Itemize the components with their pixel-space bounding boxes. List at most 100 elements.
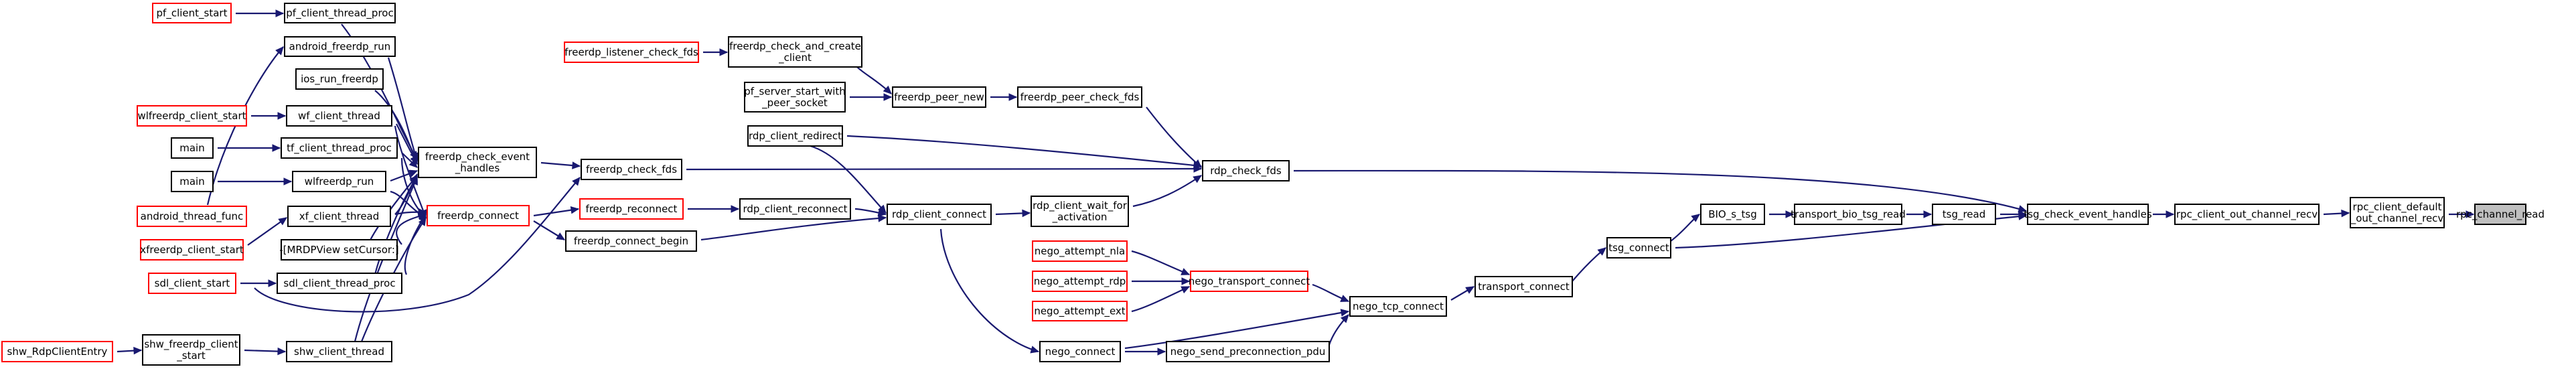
node-nego-transport-connect[interactable]: nego_transport_connect — [1189, 271, 1310, 292]
node-nego-attempt-nla[interactable]: nego_attempt_nla — [1032, 240, 1128, 262]
node-nego-connect[interactable]: nego_connect — [1039, 341, 1121, 362]
call-edge — [846, 135, 1202, 167]
node-tf-client-thread-proc[interactable]: tf_client_thread_proc — [281, 137, 398, 159]
node-box — [1031, 196, 1129, 227]
node-rdp-check-fds[interactable]: rdp_check_fds — [1202, 160, 1290, 181]
node-mrdpview-set-cursor[interactable]: -[MRDPView setCursor:] — [279, 239, 399, 261]
node-box — [140, 239, 244, 261]
node-label: rpc_client_default — [2353, 201, 2442, 214]
node-tsg-check-event-handles[interactable]: tsg_check_event_handles — [2024, 204, 2152, 225]
node-label: rpc_client_out_channel_recv — [2176, 208, 2318, 221]
node-box — [2350, 197, 2445, 228]
node-label: BIO_s_tsg — [1708, 208, 1757, 221]
node-freerdp-peer-check-fds[interactable]: freerdp_peer_check_fds — [1017, 86, 1142, 108]
node-wlfreerdp-client-start[interactable]: wlfreerdp_client_start — [137, 105, 247, 127]
node-box — [1032, 301, 1128, 321]
node-freerdp-reconnect[interactable]: freerdp_reconnect — [579, 198, 684, 220]
node-pf-client-thread-proc[interactable]: pf_client_thread_proc — [284, 3, 396, 23]
node-freerdp-peer-new[interactable]: freerdp_peer_new — [892, 86, 986, 108]
node-label: nego_attempt_ext — [1034, 305, 1125, 318]
arrowhead — [2341, 209, 2350, 218]
node-label: rdp_client_redirect — [749, 130, 842, 143]
arrowhead — [1181, 268, 1191, 275]
node-box — [1, 341, 113, 362]
arrowhead — [275, 9, 285, 17]
node-box — [1039, 341, 1121, 362]
arrowhead — [1030, 346, 1040, 354]
arrowhead — [1181, 277, 1191, 285]
node-bio-s-tsg[interactable]: BIO_s_tsg — [1700, 204, 1765, 225]
node-nego-attempt-ext[interactable]: nego_attempt_ext — [1032, 301, 1128, 321]
node-shw-rdpcliententry[interactable]: shw_RdpClientEntry — [1, 341, 113, 362]
node-box — [887, 204, 992, 225]
node-freerdp-connect[interactable]: freerdp_connect — [427, 205, 530, 226]
arrowhead — [1340, 314, 1349, 323]
node-rpc-client-out-channel-recv[interactable]: rpc_client_out_channel_recv — [2174, 204, 2320, 225]
node-label: wf_client_thread — [298, 110, 380, 123]
node-wf-client-thread[interactable]: wf_client_thread — [286, 105, 392, 127]
node-freerdp-listener-check-fds[interactable]: freerdp_listener_check_fds — [564, 42, 699, 63]
node-pf-client-start[interactable]: pf_client_start — [152, 3, 232, 23]
node-rdp-client-connect[interactable]: rdp_client_connect — [887, 204, 992, 225]
node-xfreerdp-client-start[interactable]: xfreerdp_client_start — [140, 239, 244, 261]
arrowhead — [1193, 165, 1203, 173]
arrowhead — [1008, 93, 1018, 101]
node-freerdp-check-and-create-client[interactable]: freerdp_check_and_create_client — [728, 36, 862, 68]
node-rpc-client-default-out-channel-recv[interactable]: rpc_client_default_out_channel_recv — [2350, 197, 2445, 228]
node-label: tf_client_thread_proc — [287, 142, 392, 155]
arrowhead — [883, 85, 892, 94]
node-box — [744, 82, 846, 113]
node-box — [1794, 204, 1902, 225]
node-label: rdp_client_connect — [892, 208, 986, 221]
node-sdl-client-start[interactable]: sdl_client_start — [148, 273, 236, 294]
node-label: pf_server_start_with — [744, 86, 846, 98]
node-shw-client-thread[interactable]: shw_client_thread — [286, 341, 392, 362]
node-label: pf_client_start — [157, 7, 228, 20]
node-freerdp-check-event-handles[interactable]: freerdp_check_event_handles — [418, 147, 537, 178]
call-edge — [1124, 310, 1349, 350]
node-xf-client-thread[interactable]: xf_client_thread — [287, 206, 391, 227]
node-android-thread-func[interactable]: android_thread_func — [137, 206, 247, 227]
node-tsg-connect[interactable]: tsg_connect — [1606, 237, 1671, 259]
node-rdp-client-wait-for-activation[interactable]: rdp_client_wait_for_activation — [1031, 196, 1129, 227]
node-main-1[interactable]: main — [171, 137, 214, 159]
node-label: nego_attempt_nla — [1035, 245, 1126, 258]
node-nego-send-preconnection-pdu[interactable]: nego_send_preconnection_pdu — [1166, 341, 1330, 362]
node-nego-tcp-connect[interactable]: nego_tcp_connect — [1349, 296, 1447, 317]
node-pf-server-start-with-peer-socket[interactable]: pf_server_start_with_peer_socket — [744, 82, 846, 113]
node-label: xfreerdp_client_start — [140, 244, 244, 256]
node-label: nego_transport_connect — [1189, 275, 1310, 288]
node-transport-connect[interactable]: transport_connect — [1474, 276, 1573, 297]
node-label: _out_channel_recv — [2350, 212, 2444, 225]
node-box — [171, 137, 214, 159]
node-main-2[interactable]: main — [171, 171, 214, 192]
arrowhead — [1340, 309, 1350, 317]
arrowhead — [417, 210, 427, 218]
node-label: freerdp_connect — [437, 210, 519, 222]
node-tsg-read[interactable]: tsg_read — [1932, 204, 1996, 225]
node-nego-attempt-rdp[interactable]: nego_attempt_rdp — [1032, 271, 1128, 292]
node-freerdp-check-fds[interactable]: freerdp_check_fds — [581, 159, 682, 180]
node-android-freerdp-run[interactable]: android_freerdp_run — [284, 36, 396, 57]
arrowhead — [1022, 209, 1031, 218]
node-shw-freerdp-client-start[interactable]: shw_freerdp_client_start — [142, 334, 240, 366]
node-label: _start — [176, 350, 206, 362]
node-ios-run-freerdp[interactable]: ios_run_freerdp — [295, 68, 384, 90]
node-rdp-client-reconnect[interactable]: rdp_client_reconnect — [739, 198, 851, 220]
arrowhead — [556, 232, 566, 240]
call-edge — [1293, 169, 2027, 212]
node-wlfreerdp-run[interactable]: wlfreerdp_run — [292, 171, 386, 192]
node-sdl-client-thread-proc[interactable]: sdl_client_thread_proc — [277, 273, 402, 294]
node-box — [284, 36, 396, 57]
node-rdp-client-redirect[interactable]: rdp_client_redirect — [747, 125, 843, 147]
call-edge — [939, 228, 1039, 353]
node-box — [1166, 341, 1330, 362]
node-freerdp-connect-begin[interactable]: freerdp_connect_begin — [565, 230, 697, 252]
node-label: freerdp_check_and_create — [729, 40, 861, 53]
node-label: freerdp_peer_check_fds — [1020, 91, 1140, 104]
arrowhead — [878, 204, 887, 214]
node-label: _peer_socket — [761, 97, 828, 110]
arrowhead — [2018, 212, 2028, 220]
node-transport-bio-tsg-read[interactable]: transport_bio_tsg_read — [1791, 204, 1906, 225]
